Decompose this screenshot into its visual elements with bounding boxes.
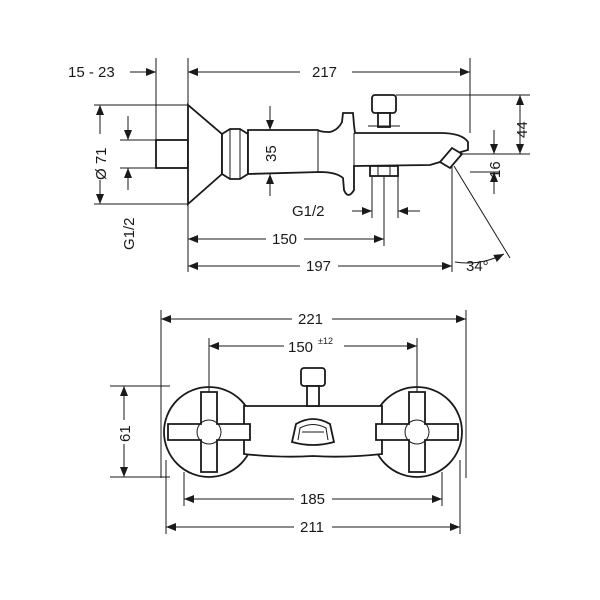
dim-centre-distance-label: 150 — [288, 339, 313, 356]
right-cross-handle — [375, 391, 459, 473]
dim-spout-drop-label: 16 — [487, 161, 504, 178]
dim-inlet-thread-label: G1/2 — [121, 217, 138, 250]
dim-handle-span-label: 185 — [300, 491, 325, 508]
front-view: 221 150 ±12 61 185 211 — [110, 309, 467, 537]
hex-nut — [221, 128, 249, 180]
outlet-thread — [369, 165, 399, 177]
dim-height-label: 61 — [117, 425, 134, 442]
dim-base-width-label: 211 — [300, 519, 324, 536]
wall-inlet-pipe — [155, 139, 189, 169]
dim-setback-label: 15 - 23 — [68, 64, 115, 81]
dim-spout-angle-label: 34° — [466, 258, 489, 275]
diverter-knob — [371, 94, 397, 114]
dim-overall-width-label: 221 — [298, 311, 323, 328]
dim-spout-reach-label: 197 — [306, 258, 331, 275]
left-cross-handle — [167, 391, 251, 473]
front-diverter-knob — [300, 367, 326, 387]
diverter-stem — [377, 112, 391, 128]
dim-outlet-thread-label: G1/2 — [292, 203, 325, 220]
rosette — [187, 103, 223, 206]
front-diverter-stem — [306, 385, 320, 407]
dim-rosette-diameter-label: Ø 71 — [93, 147, 110, 180]
side-view: 15 - 23 217 Ø 71 G1/2 35 44 16 G1/2 150 — [68, 58, 531, 276]
mixer-body — [247, 112, 469, 196]
dim-centre-tolerance-label: ±12 — [318, 336, 333, 346]
dim-handle-height-label: 44 — [514, 121, 531, 138]
dim-total-length-label: 217 — [312, 64, 337, 81]
dim-body-height-label: 35 — [263, 145, 280, 162]
dim-outlet-position-label: 150 — [272, 231, 297, 248]
